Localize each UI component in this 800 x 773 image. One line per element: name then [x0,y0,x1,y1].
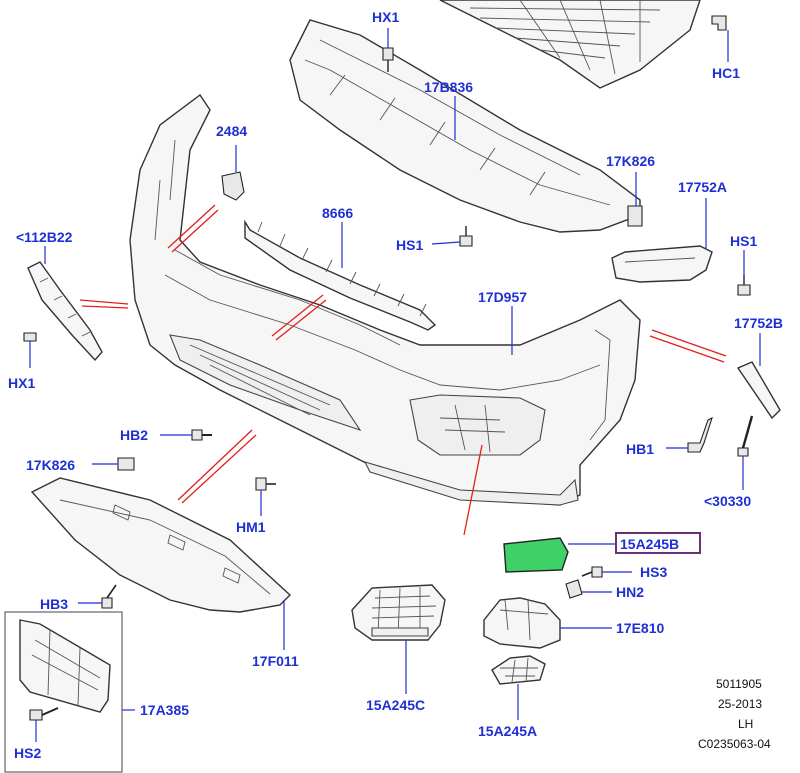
clip-17k826-left [92,457,135,471]
ref-line-2: 25-2013 [718,697,762,711]
callout-hc1: HC1 [712,65,740,81]
insert-15a245a [491,655,546,720]
highlighted-part-15a245b [503,532,701,573]
callout-hx1-top: HX1 [372,9,399,25]
nut-hn2 [565,579,612,599]
callout-15a245a: 15A245A [478,723,537,739]
screw-hb1 [666,416,713,453]
callout-hx1-left: HX1 [8,375,35,391]
callout-15a245c: 15A245C [366,697,425,713]
ref-line-4: C0235063-04 [698,737,771,751]
callout-hb3: HB3 [40,596,68,612]
callout-17k826-top: 17K826 [606,153,655,169]
clip-hm1 [255,477,276,516]
callout-17752b: 17752B [734,315,783,331]
ref-line-3: LH [738,717,753,731]
fastener-hs1-mid [431,226,473,247]
callout-hs1-mid: HS1 [396,237,423,253]
screw-hb2 [160,429,212,441]
callout-hb1: HB1 [626,441,654,457]
fastener-hx1-top [382,28,394,72]
callout-15a245b: 15A245B [620,536,679,552]
reference-block: 5011905 25-2013 LH C0235063-04 [698,677,771,751]
bumper-cover-17d957 [129,93,641,506]
fastener-hx1-left [23,332,37,368]
callout-17f011: 17F011 [252,653,299,669]
callout-hm1: HM1 [236,519,266,535]
screw-hs2 [29,707,59,742]
upper-grille [439,0,701,89]
callout-8666: 8666 [322,205,353,221]
callout-2484: 2484 [216,123,247,139]
callout-hn2: HN2 [616,584,644,600]
screw-hb3 [78,584,117,609]
screw-30330 [737,415,754,490]
side-bracket-112b22 [27,246,103,362]
molding-17752b [736,333,781,420]
callout-112b22: <112B22 [16,229,73,245]
undertray-17f011 [30,477,292,650]
fastener-hs1-right [737,250,751,296]
bezel-15a245c [351,584,446,694]
housing-17e810 [483,597,612,649]
callout-hs2: HS2 [14,745,41,761]
callout-30330: <30330 [704,493,751,509]
callout-17k826-left: 17K826 [26,457,75,473]
washer-bracket-2484 [221,145,245,201]
callout-hs3: HS3 [640,564,667,580]
callout-17e810: 17E810 [616,620,664,636]
callout-17b836: 17B836 [424,79,473,95]
fastener-hs3 [581,566,632,578]
callout-17d957: 17D957 [478,289,527,305]
clip-17k826-top [627,172,643,227]
callout-hs1-right: HS1 [730,233,757,249]
license-bracket-17a385 [4,611,135,773]
callout-17a385: 17A385 [140,702,189,718]
callout-17752a: 17752A [678,179,727,195]
red-guide-lines [79,204,727,536]
callout-labels: HX1 HC1 17B836 2484 17K826 17752A 8666 H… [8,9,783,761]
ref-line-1: 5011905 [716,677,762,691]
molding-17752a [611,198,713,283]
callout-hb2: HB2 [120,427,148,443]
retainer-strip-8666 [244,219,437,331]
clip-hc1 [711,15,729,62]
